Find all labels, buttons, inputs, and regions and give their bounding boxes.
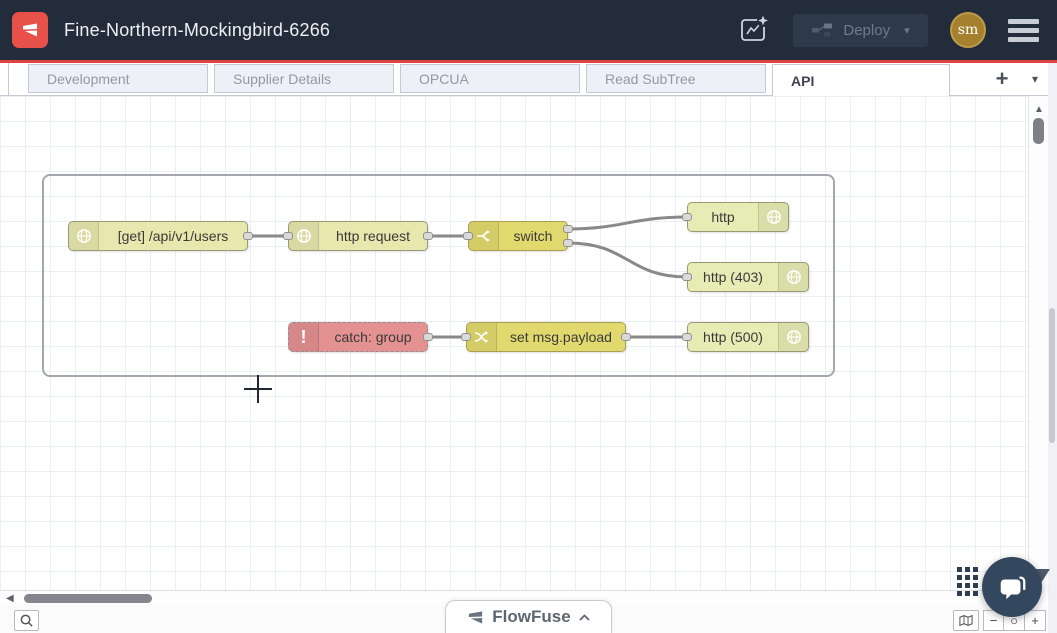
input-port[interactable] [682, 213, 692, 221]
node-http-in[interactable]: [get] /api/v1/users [68, 221, 248, 251]
node-label: http [711, 209, 735, 225]
instance-title: Fine-Northern-Mockingbird-6266 [64, 19, 331, 40]
canvas-horizontal-scrollbar[interactable]: ◀ [0, 590, 1028, 606]
horizontal-scroll-thumb[interactable] [24, 594, 152, 603]
node-http-response[interactable]: http [687, 202, 789, 232]
avatar-initials: sm [957, 22, 979, 38]
flow-canvas[interactable]: [get] /api/v1/users http request switch … [0, 96, 1028, 590]
output-port[interactable] [563, 225, 573, 233]
globe-icon [758, 203, 788, 231]
flow-tab-bar: Development Supplier Details OPCUA Read … [0, 63, 1048, 96]
output-port[interactable] [563, 239, 573, 247]
main-menu-icon[interactable] [1008, 15, 1039, 46]
node-group[interactable] [42, 174, 835, 377]
output-port[interactable] [243, 232, 253, 240]
node-label: switch [513, 228, 553, 244]
zoom-controls: − ○ + [983, 610, 1046, 631]
input-port[interactable] [461, 333, 471, 341]
node-label: http (500) [703, 329, 763, 345]
exclamation-icon: ! [289, 323, 319, 351]
node-http-request[interactable]: http request [288, 221, 428, 251]
output-port[interactable] [423, 232, 433, 240]
chat-launcher-button[interactable] [982, 557, 1042, 617]
vertical-scroll-thumb[interactable] [1033, 118, 1044, 144]
node-label: http request [336, 228, 410, 244]
tab-development[interactable]: Development [28, 64, 208, 93]
minimap-toggle-button[interactable] [953, 610, 979, 631]
tab-api[interactable]: API [772, 64, 950, 96]
ai-flow-generator-icon[interactable] [737, 13, 771, 47]
canvas-vertical-scrollbar[interactable]: ▲ [1028, 96, 1048, 590]
tab-opcua[interactable]: OPCUA [400, 64, 580, 93]
crossover-arrows-icon [467, 323, 497, 351]
browser-scrollbar[interactable] [1048, 63, 1057, 633]
input-port[interactable] [283, 232, 293, 240]
user-avatar[interactable]: sm [950, 12, 986, 48]
node-switch[interactable]: switch [468, 221, 568, 251]
input-port[interactable] [463, 232, 473, 240]
node-label: set msg.payload [510, 329, 612, 345]
tab-list-caret-icon[interactable]: ▾ [1022, 63, 1048, 95]
globe-icon [778, 323, 808, 351]
chat-bubble-icon [1000, 576, 1026, 600]
tab-read-subtree[interactable]: Read SubTree [586, 64, 766, 93]
tab-scroll-spacer [0, 63, 9, 95]
fork-icon [469, 222, 499, 250]
browser-scroll-thumb[interactable] [1049, 308, 1055, 443]
flowfuse-footer-toggle[interactable]: FlowFuse [445, 600, 612, 633]
node-label: [get] /api/v1/users [117, 228, 229, 244]
widget-drag-handle[interactable] [957, 567, 978, 596]
node-http-response-500[interactable]: http (500) [687, 322, 809, 352]
search-icon [20, 614, 33, 627]
crosshair-cursor [257, 375, 259, 403]
output-port[interactable] [621, 333, 631, 341]
node-label: http (403) [703, 269, 763, 285]
footer-brand-label: FlowFuse [492, 607, 571, 626]
wire[interactable] [567, 215, 688, 231]
chevron-up-icon [579, 613, 590, 621]
node-catch[interactable]: ! catch: group [288, 322, 428, 352]
globe-icon [289, 222, 319, 250]
node-change[interactable]: set msg.payload [466, 322, 626, 352]
node-http-response-403[interactable]: http (403) [687, 262, 809, 292]
zoom-in-button[interactable]: + [1025, 610, 1046, 631]
tab-supplier-details[interactable]: Supplier Details [214, 64, 394, 93]
flowfuse-logo-icon [469, 610, 483, 624]
output-port[interactable] [423, 333, 433, 341]
globe-icon [69, 222, 99, 250]
node-label: catch: group [334, 329, 412, 345]
globe-icon [778, 263, 808, 291]
deploy-options-caret-icon[interactable]: ▾ [904, 24, 910, 37]
wire[interactable] [567, 241, 688, 279]
deploy-button[interactable]: Deploy ▾ [793, 13, 928, 47]
flowfuse-logo-icon [12, 12, 48, 48]
scroll-up-icon[interactable]: ▲ [1034, 104, 1044, 115]
add-flow-button[interactable]: + [986, 63, 1018, 95]
deploy-icon [812, 23, 833, 37]
input-port[interactable] [682, 273, 692, 281]
search-flows-button[interactable] [14, 610, 39, 631]
scroll-left-icon[interactable]: ◀ [6, 593, 14, 604]
header: Fine-Northern-Mockingbird-6266 Deploy ▾ … [0, 0, 1057, 60]
input-port[interactable] [682, 333, 692, 341]
deploy-button-label: Deploy [843, 21, 891, 39]
header-accent-line [0, 60, 1057, 63]
map-icon [959, 614, 973, 627]
